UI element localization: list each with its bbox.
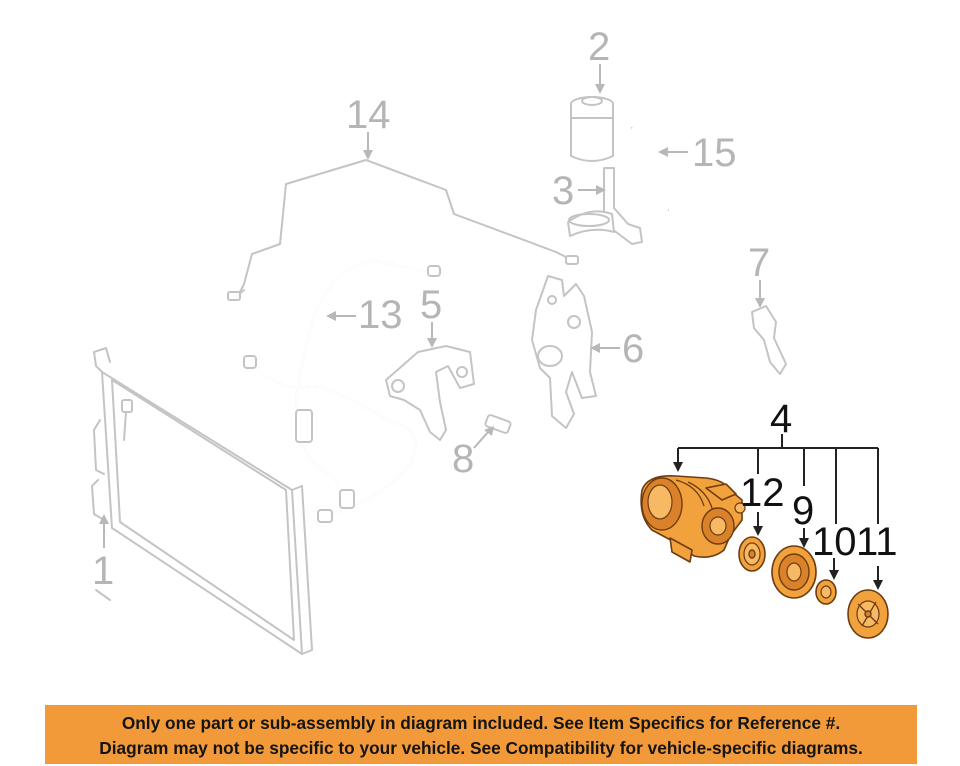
line-14-drawing [227,159,579,301]
arrowhead-5 [427,338,437,348]
arrowhead-8 [484,426,494,436]
callout-4-tree [673,434,879,524]
notice-line-1: Only one part or sub-assembly in diagram… [121,713,841,733]
arrowhead-9 [799,538,809,548]
callout-1: 1 [92,549,114,593]
callout-14: 14 [346,93,391,137]
part-11-drawing [847,589,889,639]
callout-3: 3 [552,169,574,213]
compressor-drawing [640,474,746,563]
arrowhead-14 [363,150,373,160]
callout-7: 7 [748,241,770,285]
condenser-drawing [91,347,313,655]
leader-8 [473,431,489,449]
callout-8: 8 [452,437,474,481]
callout-4: 4 [770,397,792,441]
bracket-5-drawing [385,345,475,441]
arrowhead-7 [755,298,765,308]
callout-11: 11 [856,520,898,564]
notice-line-2: Diagram may not be specific to your vehi… [99,738,863,758]
callout-9: 9 [792,489,814,533]
arrowhead-3 [596,185,606,195]
arrowhead-11 [873,580,883,590]
arrowhead-12 [753,526,763,536]
callout-5: 5 [420,283,442,327]
callout-6: 6 [622,327,644,371]
arrowhead-1 [99,514,109,524]
arrowhead-13 [326,311,336,321]
hose-assembly-13-drawing [243,258,441,523]
hose-15-drawing [631,126,669,212]
arrowhead-6 [590,343,600,353]
part-9-drawing [771,545,817,599]
callout-10: 10 [812,520,857,564]
arrowhead-2 [595,84,605,94]
parts-diagram: 1 2 3 15 14 [91,25,898,655]
arrowhead-10 [829,570,839,580]
fitting-8-drawing [484,414,512,434]
callout-2: 2 [588,25,610,69]
callout-13: 13 [358,293,403,337]
notice-banner: Only one part or sub-assembly in diagram… [45,705,917,764]
part-12-drawing [738,536,766,572]
bracket-7-drawing [751,305,787,375]
receiver-drier-drawing [570,96,614,162]
part-10-drawing [815,579,837,605]
arrowhead-15 [658,147,668,157]
callout-12: 12 [740,471,785,515]
mount-bracket-6-drawing [531,275,597,429]
drier-bracket-drawing [567,167,643,245]
callout-15: 15 [692,131,737,175]
